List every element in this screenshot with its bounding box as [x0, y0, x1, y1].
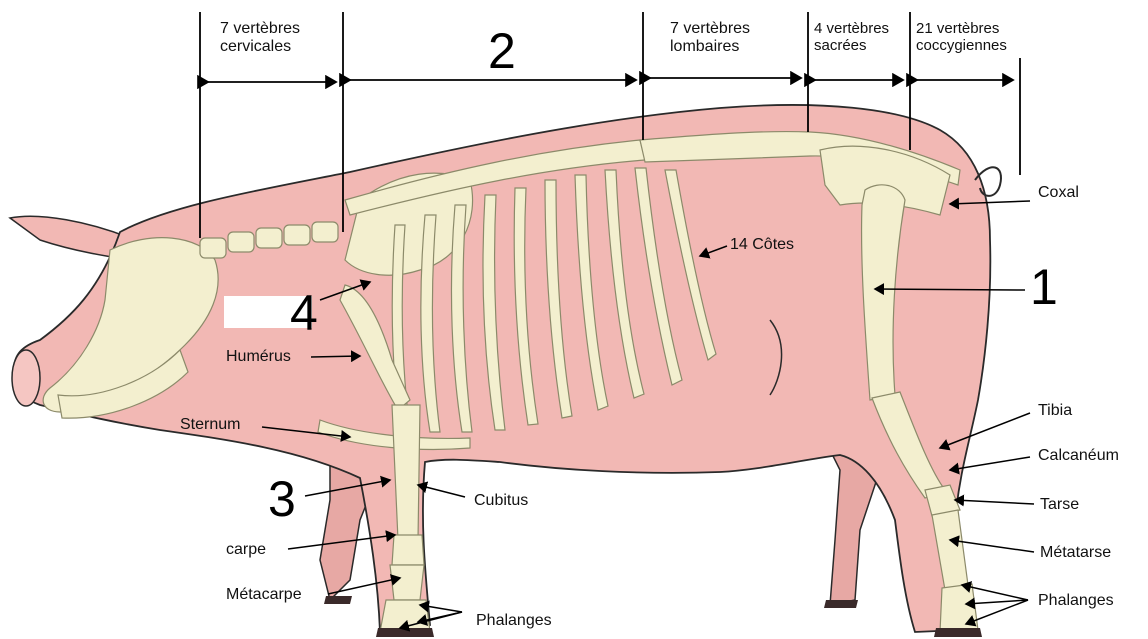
label-cervical: 7 vertèbres cervicales [220, 20, 300, 56]
label-cubitus: Cubitus [474, 492, 528, 510]
label-humerus: Humérus [226, 348, 291, 366]
carpus [392, 535, 424, 565]
label-sacral: 4 vertèbres sacrées [814, 20, 889, 54]
label-lumbar: 7 vertèbres lombaires [670, 20, 750, 56]
label-tibia: Tibia [1038, 402, 1072, 420]
label-sternum: Sternum [180, 416, 240, 434]
label-carpe: carpe [226, 541, 266, 559]
label-calcaneum: Calcanéum [1038, 447, 1119, 465]
label-number-4: 4 [290, 288, 318, 338]
label-phalanges-hind: Phalanges [1038, 592, 1114, 610]
hind-phalanges [940, 584, 978, 632]
snout [12, 350, 40, 406]
metacarpus [390, 565, 424, 600]
label-tarse: Tarse [1040, 496, 1079, 514]
label-ribs: 14 Côtes [730, 236, 794, 254]
label-coccygeal: 21 vertèbres coccygiennes [916, 20, 1007, 54]
label-metacarpe: Métacarpe [226, 586, 302, 604]
label-number-2: 2 [488, 26, 516, 76]
label-number-1: 1 [1030, 262, 1058, 312]
label-number-3: 3 [268, 474, 296, 524]
label-coxal: Coxal [1038, 184, 1079, 202]
label-phalanges-front: Phalanges [476, 612, 552, 630]
label-metatarse: Métatarse [1040, 544, 1111, 562]
